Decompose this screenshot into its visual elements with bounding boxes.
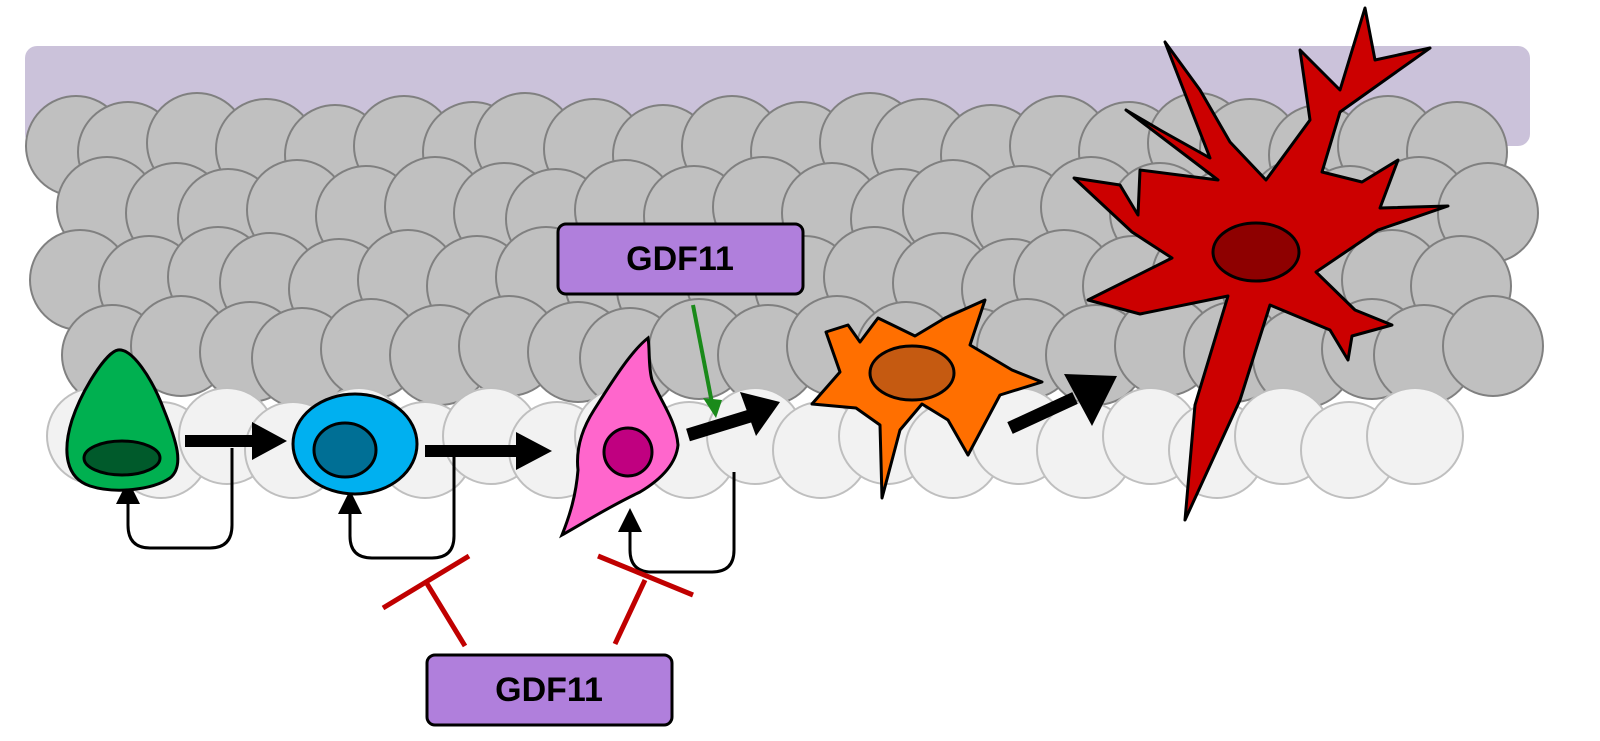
gdf11-label-bottom: GDF11: [425, 653, 674, 727]
ventricular-cell: [1366, 387, 1464, 485]
tissue-cell: [1442, 295, 1544, 397]
radial-glia-nucleus: [82, 439, 162, 477]
gdf11-promote-arrow: [691, 304, 722, 418]
differentiation-arrow-3: [686, 392, 780, 442]
self-renewal-loop-2: [338, 456, 456, 560]
migrating-neuroblast-cell: [559, 335, 680, 539]
migrating-neuroblast-nucleus: [602, 426, 654, 478]
gdf11-label-top-text: GDF11: [626, 240, 734, 278]
self-renewal-loop-1: [116, 448, 234, 550]
differentiation-arrow-2: [425, 432, 552, 470]
gdf11-label-top: GDF11: [556, 222, 805, 296]
gdf11-inhibit-mark-right: [597, 553, 694, 646]
differentiation-arrow-1: [185, 422, 287, 460]
gdf11-label-bottom-text: GDF11: [495, 671, 603, 709]
differentiation-arrow-4: [1007, 374, 1117, 434]
immature-neuron-cell: [810, 298, 1044, 500]
immature-neuron-nucleus: [868, 344, 956, 402]
intermediate-progenitor-cell: [291, 392, 419, 496]
mature-neuron-nucleus: [1211, 221, 1301, 283]
self-renewal-loop-3: [618, 472, 736, 574]
radial-glia-cell: [65, 348, 180, 492]
intermediate-progenitor-nucleus: [312, 421, 378, 479]
gdf11-inhibit-mark-left: [381, 553, 471, 648]
mature-neuron-cell: [1072, 6, 1450, 522]
